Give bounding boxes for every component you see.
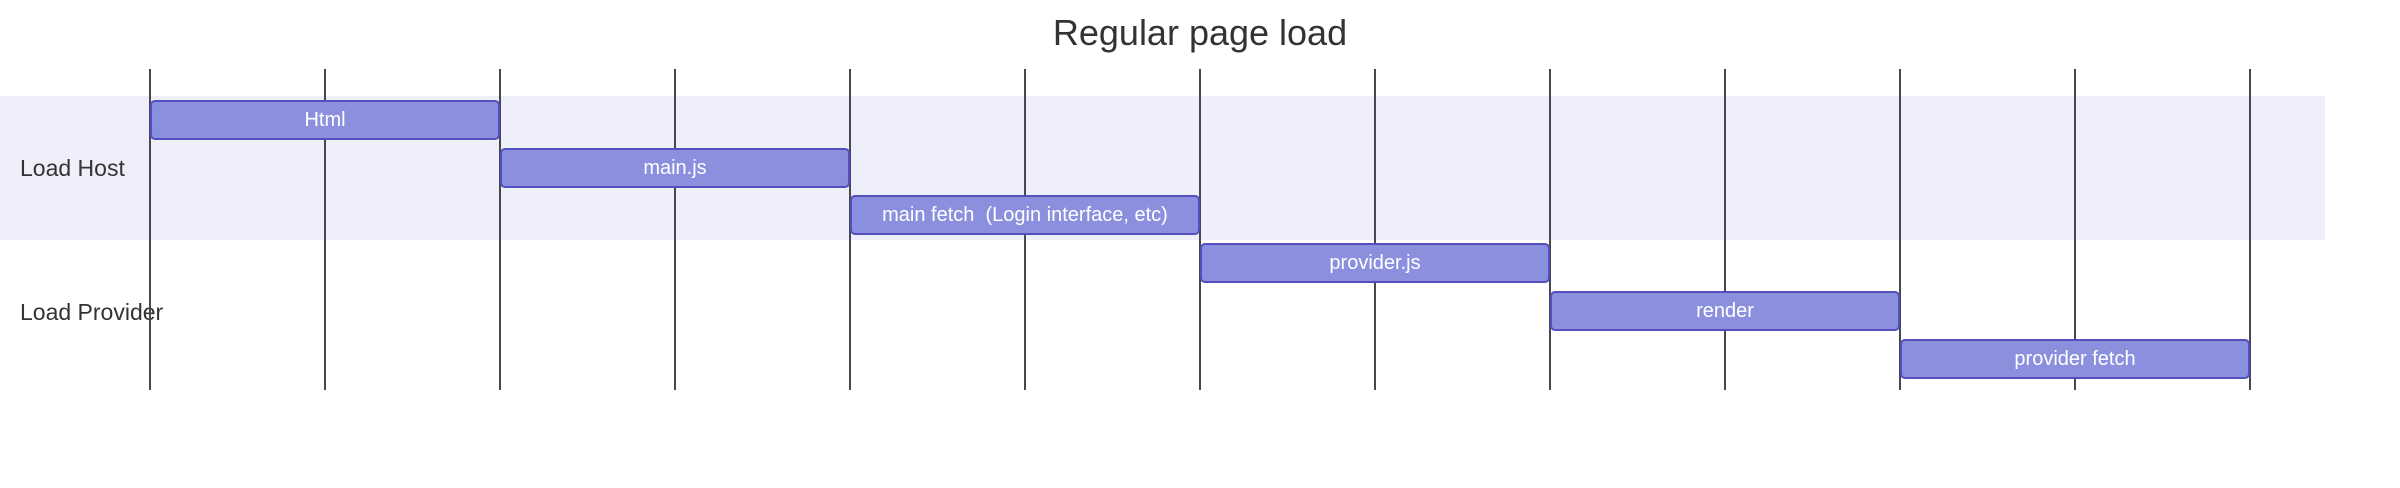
task-bar: Html bbox=[150, 100, 500, 140]
task-bar: provider.js bbox=[1200, 243, 1550, 283]
grid-line bbox=[1199, 69, 1201, 390]
task-label: provider.js bbox=[1329, 252, 1421, 274]
grid-line bbox=[1899, 69, 1901, 390]
chart-title: Regular page load bbox=[1052, 12, 1348, 53]
section-label: Load Host bbox=[20, 154, 125, 181]
task-label: Html bbox=[304, 109, 346, 131]
task-label: provider fetch bbox=[2014, 348, 2136, 370]
grid-line bbox=[149, 69, 151, 390]
grid-line bbox=[324, 69, 326, 390]
task-bar: main.js bbox=[500, 148, 850, 188]
task-label: main.js bbox=[643, 157, 707, 179]
task-label: main fetch (Login interface, etc) bbox=[882, 204, 1168, 226]
task-bar: provider fetch bbox=[1900, 339, 2250, 379]
grid-line bbox=[674, 69, 676, 390]
grid-line bbox=[2074, 69, 2076, 390]
task-bar: render bbox=[1550, 291, 1900, 331]
grid-line bbox=[1549, 69, 1551, 390]
grid-line bbox=[1374, 69, 1376, 390]
grid-line bbox=[1724, 69, 1726, 390]
task-label: render bbox=[1696, 300, 1754, 322]
section-label: Load Provider bbox=[20, 298, 164, 325]
grid-line bbox=[2249, 69, 2251, 390]
task-bar: main fetch (Login interface, etc) bbox=[850, 195, 1200, 235]
grid-line bbox=[499, 69, 501, 390]
